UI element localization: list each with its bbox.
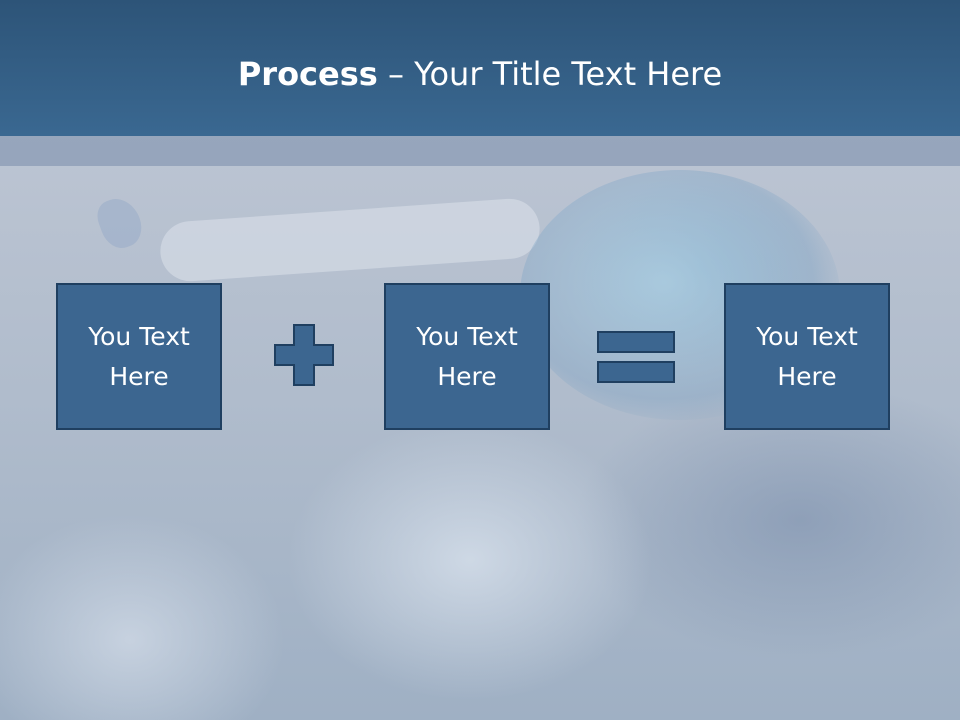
header-shadow-band	[0, 136, 960, 166]
process-box-1[interactable]: You Text Here	[56, 283, 222, 430]
title-strong-text: Process	[237, 55, 378, 93]
plus-icon	[274, 324, 334, 386]
title-rest-text: – Your Title Text Here	[377, 55, 723, 93]
box-2-line-2: Here	[437, 361, 497, 391]
slide-title: Process – Your Title Text Here	[0, 52, 960, 96]
box-3-line-1: You Text	[756, 321, 858, 351]
title-bar: Process – Your Title Text Here	[0, 0, 960, 136]
box-1-line-2: Here	[109, 361, 169, 391]
process-box-2[interactable]: You Text Here	[384, 283, 550, 430]
equals-icon	[597, 331, 675, 383]
box-1-line-1: You Text	[88, 321, 190, 351]
background-bird-shape	[92, 192, 148, 254]
process-box-3[interactable]: You Text Here	[724, 283, 890, 430]
box-3-line-2: Here	[777, 361, 837, 391]
background-arm-shape	[158, 196, 542, 284]
box-2-line-1: You Text	[416, 321, 518, 351]
